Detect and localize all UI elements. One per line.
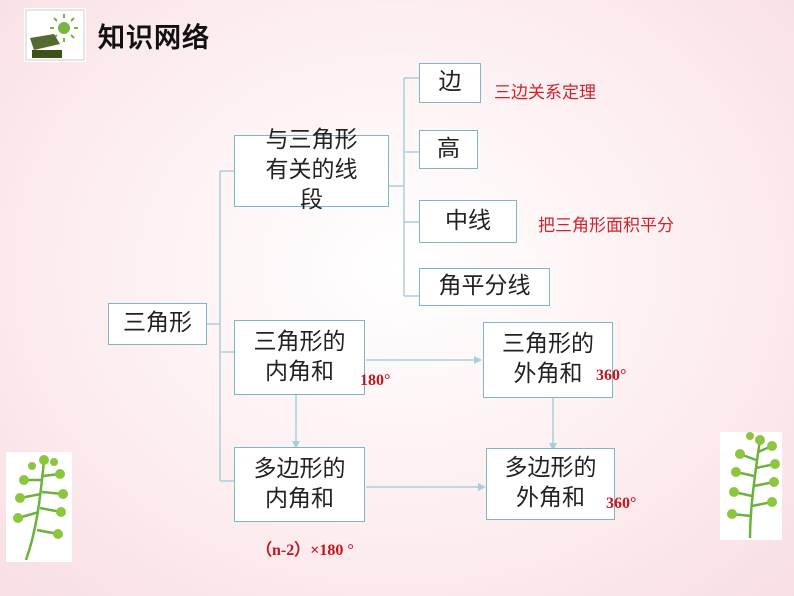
polygon-exterior-sum: 360°: [606, 495, 637, 512]
node-median: 中线: [419, 200, 517, 243]
node-triangle-interior-angles: 三角形的内角和: [234, 320, 365, 395]
polygon-interior-formula: （n-2）×180 °: [256, 542, 354, 559]
node-polygon-exterior-angles: 多边形的外角和: [486, 448, 615, 520]
triangle-exterior-sum: 360°: [596, 367, 627, 384]
edge-note: 三边关系定理: [494, 83, 596, 103]
plant-left-icon: [6, 452, 72, 562]
node-polygon-interior-angles: 多边形的内角和: [234, 447, 365, 522]
page-title: 知识网络: [98, 23, 210, 54]
node-edge: 边: [419, 63, 481, 103]
median-note: 把三角形面积平分: [538, 216, 674, 236]
node-triangle: 三角形: [108, 303, 207, 345]
plant-right-icon: [720, 432, 782, 540]
node-angle-bisector: 角平分线: [419, 268, 550, 306]
triangle-interior-sum: 180°: [360, 372, 391, 389]
node-related-segments: 与三角形有关的线段: [234, 127, 389, 213]
node-triangle-exterior-angles: 三角形的外角和: [483, 322, 613, 398]
logo-icon: [24, 8, 86, 62]
node-height: 高: [419, 130, 478, 169]
